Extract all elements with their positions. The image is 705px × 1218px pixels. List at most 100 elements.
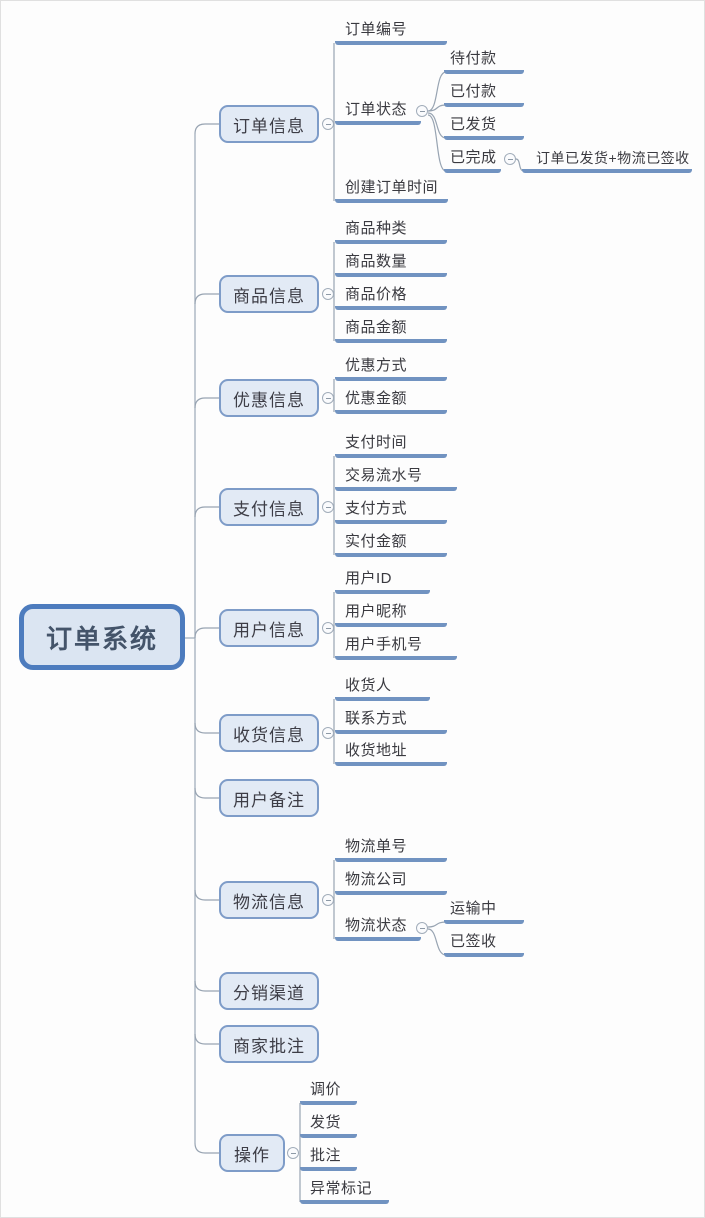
node-label: 收货人 — [345, 677, 392, 694]
node-label: 商品价格 — [345, 286, 408, 303]
collapse-icon-user-info[interactable] — [322, 622, 334, 634]
node-contact-method[interactable]: 联系方式 — [335, 710, 447, 734]
node-label: 支付时间 — [345, 434, 408, 451]
topic-product-info[interactable]: 商品信息 — [219, 275, 319, 313]
minus-icon — [325, 123, 331, 125]
node-status-paid[interactable]: 已付款 — [444, 83, 524, 107]
node-exception-mark[interactable]: 异常标记 — [300, 1180, 389, 1204]
node-paid-amount[interactable]: 实付金额 — [335, 533, 447, 557]
node-order-number[interactable]: 订单编号 — [335, 21, 447, 45]
topic-user-info[interactable]: 用户信息 — [219, 609, 319, 647]
topic-shipping-info[interactable]: 收货信息 — [219, 714, 319, 752]
minus-icon — [419, 110, 425, 112]
collapse-icon-shipping-info[interactable] — [322, 727, 334, 739]
node-completed-note[interactable]: 订单已发货+物流已签收 — [522, 149, 692, 173]
node-label: 运输中 — [450, 900, 497, 917]
node-product-price[interactable]: 商品价格 — [335, 286, 447, 310]
collapse-icon-logistics-status[interactable] — [416, 922, 428, 934]
node-shipping-address[interactable]: 收货地址 — [335, 742, 447, 766]
node-consignee[interactable]: 收货人 — [335, 677, 430, 701]
node-order-status[interactable]: 订单状态 — [335, 101, 421, 125]
node-label: 创建订单时间 — [345, 179, 439, 196]
node-label: 异常标记 — [310, 1180, 373, 1197]
collapse-icon-order-status[interactable] — [416, 105, 428, 117]
topic-payment-info[interactable]: 支付信息 — [219, 488, 319, 526]
node-user-id[interactable]: 用户ID — [335, 570, 430, 594]
topic-user-remark[interactable]: 用户备注 — [219, 779, 319, 817]
node-adjust-price[interactable]: 调价 — [300, 1081, 357, 1105]
collapse-icon-logistics-info[interactable] — [322, 894, 334, 906]
topic-logistics-info[interactable]: 物流信息 — [219, 881, 319, 919]
minus-icon — [507, 158, 513, 160]
minus-icon — [419, 927, 425, 929]
node-label: 物流状态 — [345, 917, 408, 934]
node-label: 批注 — [310, 1147, 342, 1164]
node-status-completed[interactable]: 已完成 — [444, 149, 501, 173]
minus-icon — [325, 506, 331, 508]
node-label: 发货 — [310, 1114, 342, 1131]
collapse-icon-discount-info[interactable] — [322, 392, 334, 404]
node-label: 用户ID — [345, 570, 393, 587]
minus-icon — [325, 293, 331, 295]
node-ship[interactable]: 发货 — [300, 1114, 357, 1138]
node-label: 订单编号 — [345, 21, 408, 38]
node-label: 已付款 — [450, 83, 497, 100]
node-tracking-number[interactable]: 物流单号 — [335, 838, 447, 862]
topic-label: 分销渠道 — [233, 983, 305, 1003]
root-topic-label: 订单系统 — [45, 623, 158, 654]
node-signed[interactable]: 已签收 — [444, 933, 524, 957]
node-label: 交易流水号 — [345, 467, 423, 484]
node-logistics-status[interactable]: 物流状态 — [335, 917, 421, 941]
topic-label: 支付信息 — [233, 499, 305, 519]
topic-label: 收货信息 — [233, 725, 305, 745]
node-user-phone[interactable]: 用户手机号 — [335, 636, 457, 660]
node-payment-time[interactable]: 支付时间 — [335, 434, 447, 458]
node-in-transit[interactable]: 运输中 — [444, 900, 524, 924]
node-label: 已签收 — [450, 933, 497, 950]
node-order-create-time[interactable]: 创建订单时间 — [335, 179, 448, 203]
node-label: 订单已发货+物流已签收 — [536, 150, 690, 166]
node-label: 用户手机号 — [345, 636, 423, 653]
collapse-icon-payment-info[interactable] — [322, 501, 334, 513]
node-product-amount[interactable]: 商品金额 — [335, 319, 447, 343]
node-label: 物流公司 — [345, 871, 408, 888]
node-label: 商品种类 — [345, 220, 408, 237]
topic-label: 优惠信息 — [233, 390, 305, 410]
node-product-quantity[interactable]: 商品数量 — [335, 253, 447, 277]
node-transaction-id[interactable]: 交易流水号 — [335, 467, 457, 491]
node-status-unpaid[interactable]: 待付款 — [444, 50, 524, 74]
topic-label: 商家批注 — [233, 1036, 305, 1056]
node-discount-amount[interactable]: 优惠金额 — [335, 390, 447, 414]
node-label: 实付金额 — [345, 533, 408, 550]
node-label: 已发货 — [450, 116, 497, 133]
topic-actions[interactable]: 操作 — [219, 1134, 285, 1172]
node-label: 联系方式 — [345, 710, 408, 727]
node-label: 商品金额 — [345, 319, 408, 336]
node-label: 订单状态 — [345, 101, 408, 118]
topic-distribution[interactable]: 分销渠道 — [219, 972, 319, 1010]
minus-icon — [325, 627, 331, 629]
topic-label: 商品信息 — [233, 286, 305, 306]
collapse-icon-actions[interactable] — [287, 1147, 299, 1159]
node-label: 商品数量 — [345, 253, 408, 270]
collapse-icon-product-info[interactable] — [322, 288, 334, 300]
minus-icon — [325, 732, 331, 734]
topic-order-info[interactable]: 订单信息 — [219, 105, 319, 143]
collapse-icon-order-info[interactable] — [322, 118, 334, 130]
node-product-category[interactable]: 商品种类 — [335, 220, 447, 244]
topic-label: 物流信息 — [233, 892, 305, 912]
topic-discount-info[interactable]: 优惠信息 — [219, 379, 319, 417]
node-annotate[interactable]: 批注 — [300, 1147, 357, 1171]
collapse-icon-completed[interactable] — [504, 153, 516, 165]
node-payment-method[interactable]: 支付方式 — [335, 500, 447, 524]
root-topic-order-system[interactable]: 订单系统 — [19, 604, 185, 670]
node-label: 支付方式 — [345, 500, 408, 517]
node-label: 优惠方式 — [345, 357, 408, 374]
node-user-nickname[interactable]: 用户昵称 — [335, 603, 447, 627]
node-discount-method[interactable]: 优惠方式 — [335, 357, 447, 381]
topic-label: 订单信息 — [233, 116, 305, 136]
node-status-shipped[interactable]: 已发货 — [444, 116, 524, 140]
topic-merchant-note[interactable]: 商家批注 — [219, 1025, 319, 1063]
node-logistics-company[interactable]: 物流公司 — [335, 871, 447, 895]
